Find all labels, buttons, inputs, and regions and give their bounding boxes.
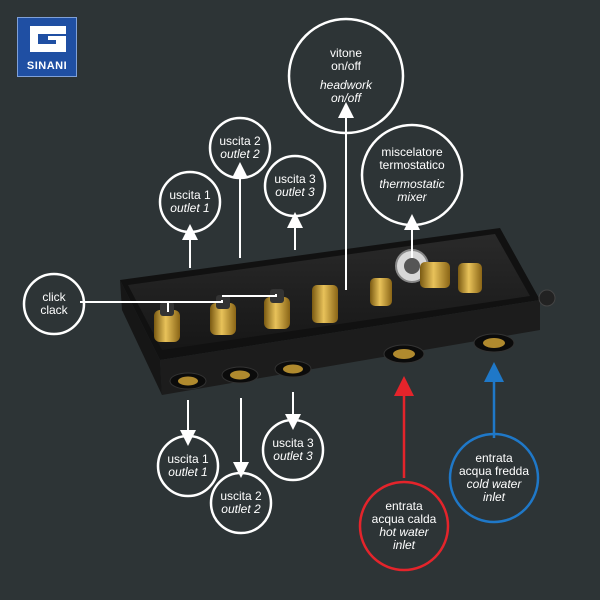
label-mixer-en-1: thermostatic	[379, 177, 445, 191]
label-hot-it-1: entrata	[385, 499, 423, 513]
label-outlet-2-bottom: uscita 2 outlet 2	[220, 490, 261, 516]
label-outlet-1-bottom-it: uscita 1	[167, 452, 209, 466]
label-cold-inlet: entrata acqua fredda cold water inlet	[459, 452, 529, 504]
label-outlet-1-bottom-en: outlet 1	[168, 465, 208, 479]
label-outlet-3-top-en: outlet 3	[275, 185, 315, 199]
label-headwork-it-2: on/off	[331, 59, 361, 73]
label-outlet-2-bottom-en: outlet 2	[221, 502, 261, 516]
label-mixer: miscelatore termostatico thermostatic mi…	[379, 146, 444, 204]
label-outlet-1-top-en: outlet 1	[170, 201, 210, 215]
label-clack: clack	[40, 303, 68, 317]
brass-fittings	[312, 249, 482, 323]
label-cold-en-2: inlet	[482, 490, 505, 504]
label-headwork: vitone on/off headwork on/off	[320, 47, 372, 105]
label-cold-en-1: cold water	[466, 477, 522, 491]
sinani-logo: SINANI	[17, 17, 77, 77]
connector-lines	[80, 102, 420, 478]
label-hot-en-2: inlet	[392, 538, 415, 552]
label-headwork-it-1: vitone	[329, 46, 363, 60]
label-click: click	[42, 290, 66, 304]
label-cold-it-1: entrata	[475, 451, 513, 465]
label-outlet-1-bottom: uscita 1 outlet 1	[167, 453, 208, 479]
label-click-clack: click clack	[40, 291, 67, 317]
label-hot-inlet: entrata acqua calda hot water inlet	[372, 500, 437, 552]
label-outlet-1-top: uscita 1 outlet 1	[169, 189, 210, 215]
label-hot-it-2: acqua calda	[371, 512, 437, 526]
outlet-ports	[169, 333, 515, 390]
logo-brand: SINANI	[26, 60, 68, 72]
label-outlet-2-top-en: outlet 2	[220, 147, 260, 161]
label-outlet-3-top-it: uscita 3	[274, 172, 316, 186]
label-mixer-en-2: mixer	[397, 190, 427, 204]
label-outlet-3-bottom: uscita 3 outlet 3	[272, 437, 313, 463]
label-hot-en-1: hot water	[379, 525, 429, 539]
label-outlet-3-bottom-it: uscita 3	[272, 436, 314, 450]
label-outlet-2-bottom-it: uscita 2	[220, 489, 262, 503]
label-outlet-1-top-it: uscita 1	[169, 188, 211, 202]
label-outlet-2-top-it: uscita 2	[219, 134, 261, 148]
label-outlet-3-bottom-en: outlet 3	[273, 449, 313, 463]
label-mixer-it-1: miscelatore	[381, 145, 443, 159]
label-outlet-3-top: uscita 3 outlet 3	[274, 173, 315, 199]
label-outlet-2-top: uscita 2 outlet 2	[219, 135, 260, 161]
label-circles	[22, 17, 540, 572]
label-mixer-it-2: termostatico	[379, 158, 445, 172]
label-headwork-en-1: headwork	[319, 78, 373, 92]
label-headwork-en-2: on/off	[330, 91, 362, 105]
label-cold-it-2: acqua fredda	[458, 464, 530, 478]
logo-mark-icon	[30, 26, 66, 52]
